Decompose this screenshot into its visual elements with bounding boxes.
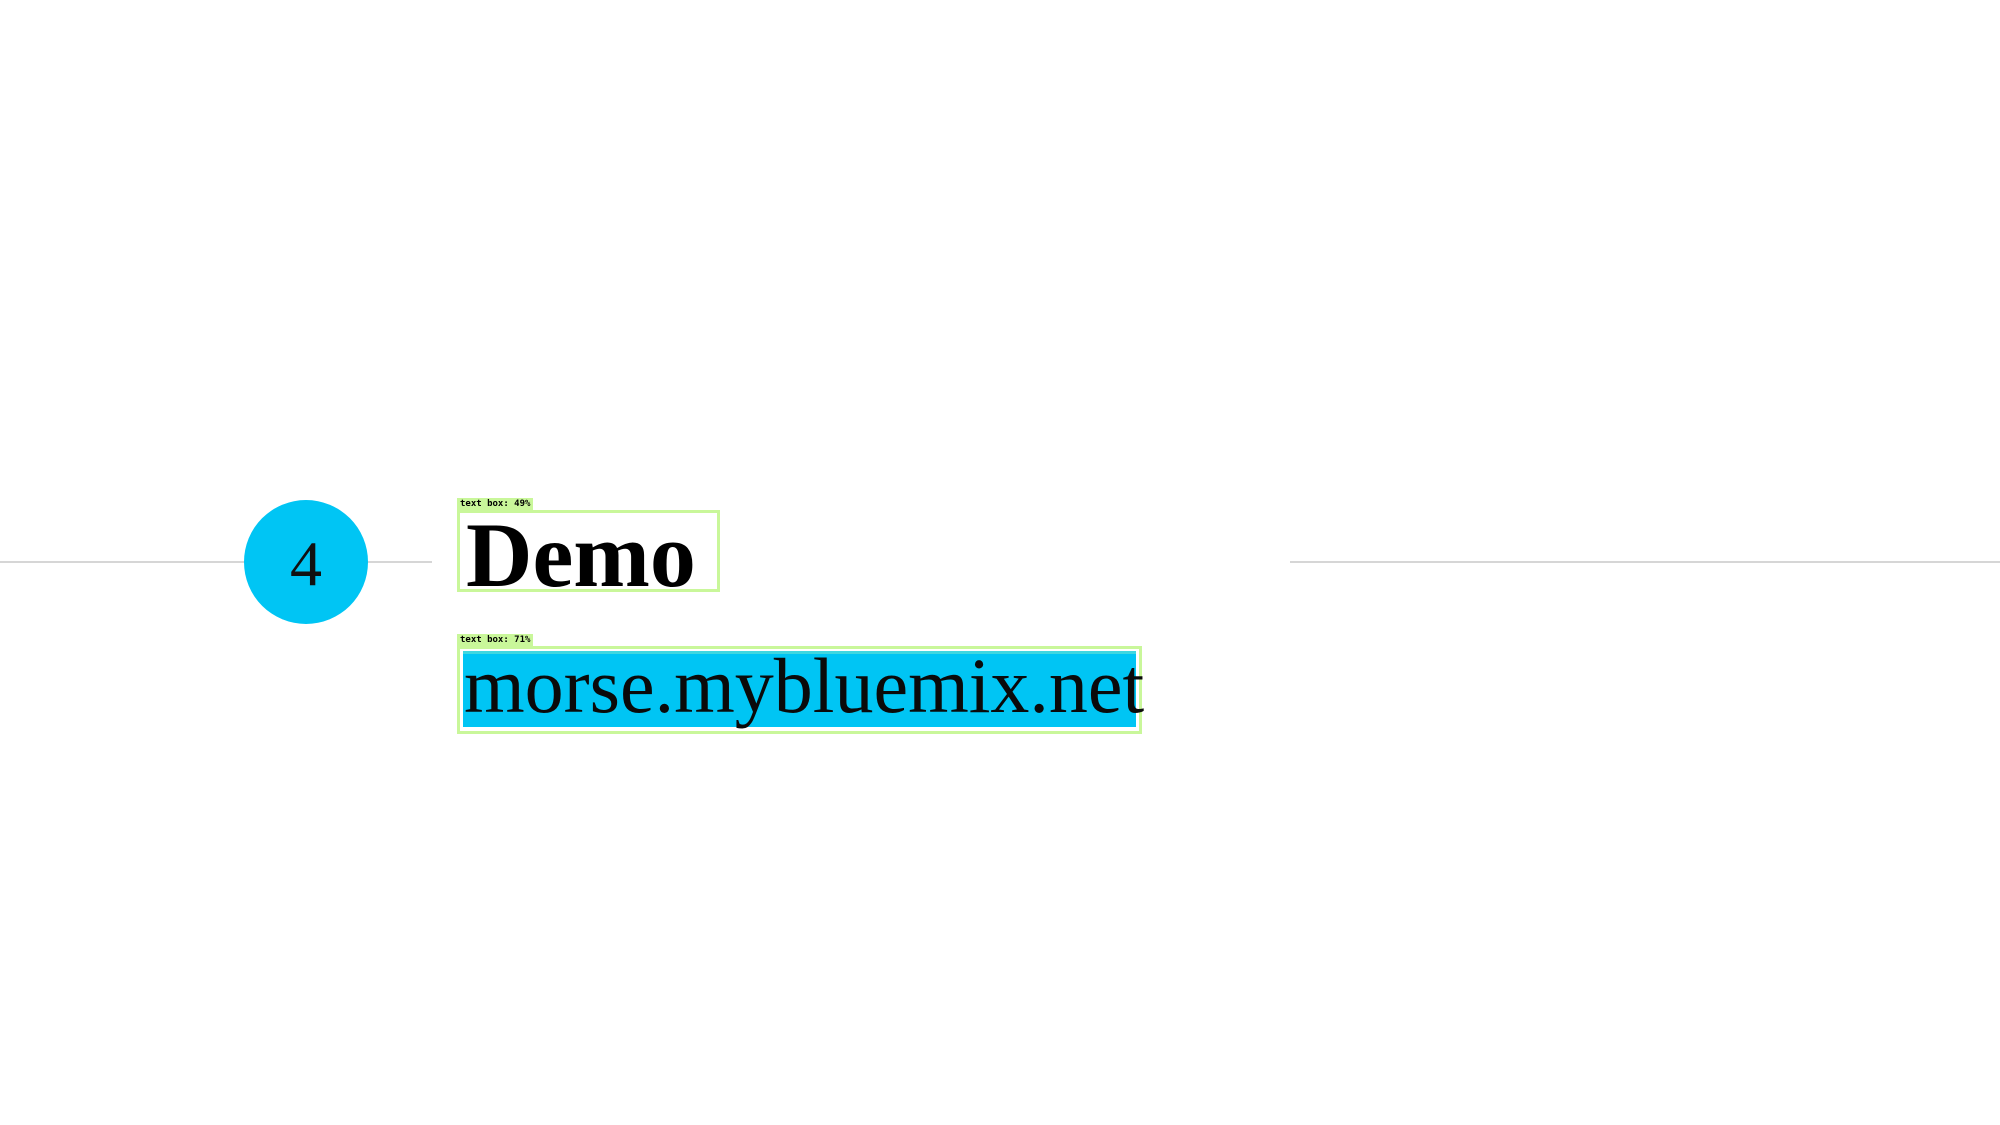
title-detection-label: text box: 49% [457, 498, 534, 511]
divider-line-right [1290, 561, 2000, 563]
demo-url-link[interactable]: morse.mybluemix.net [464, 642, 1145, 729]
section-number: 4 [290, 528, 322, 599]
url-highlight [463, 651, 1136, 727]
url-detection-label: text box: 71% [457, 634, 534, 647]
url-detection-box[interactable]: text box: 71% morse.mybluemix.net [457, 634, 1145, 734]
slide-title: Demo [466, 504, 696, 606]
title-detection-box[interactable]: text box: 49% Demo [457, 498, 720, 606]
section-number-badge: 4 [244, 500, 368, 624]
divider-line-left [0, 561, 432, 563]
